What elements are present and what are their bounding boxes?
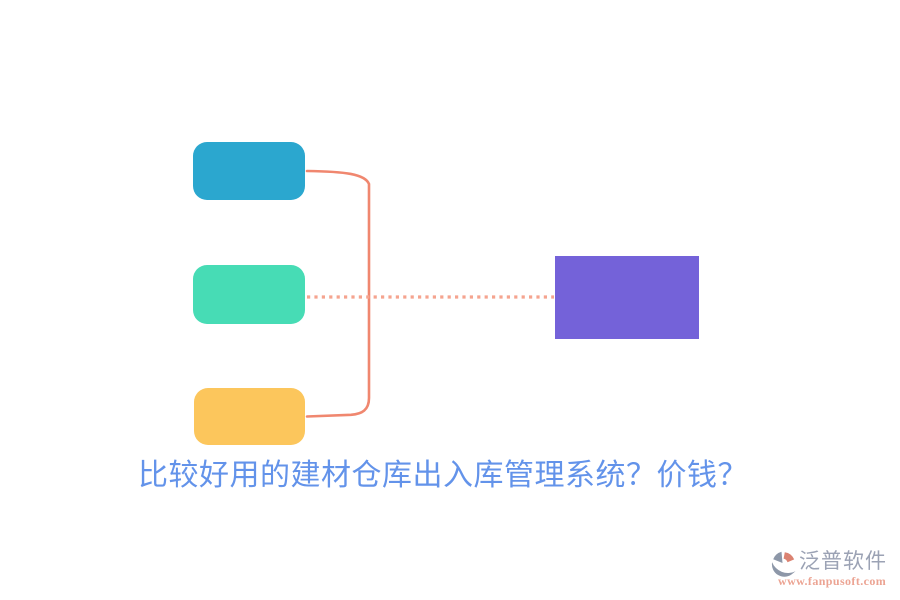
fanpu-logo-icon [771,551,796,577]
watermark: 泛普软件 www.fanpusoft.com [770,549,895,591]
watermark-url-text: www.fanpusoft.com [778,574,887,588]
topic-node-top [193,142,305,200]
watermark-brand-text: 泛普软件 [799,550,887,573]
topic-node-middle [193,265,305,324]
topic-node-right [555,256,699,339]
topic-node-bottom [194,388,305,445]
page-title: 比较好用的建材仓库出入库管理系统？价钱？ [138,459,748,492]
bracket-connector-line [305,169,371,418]
